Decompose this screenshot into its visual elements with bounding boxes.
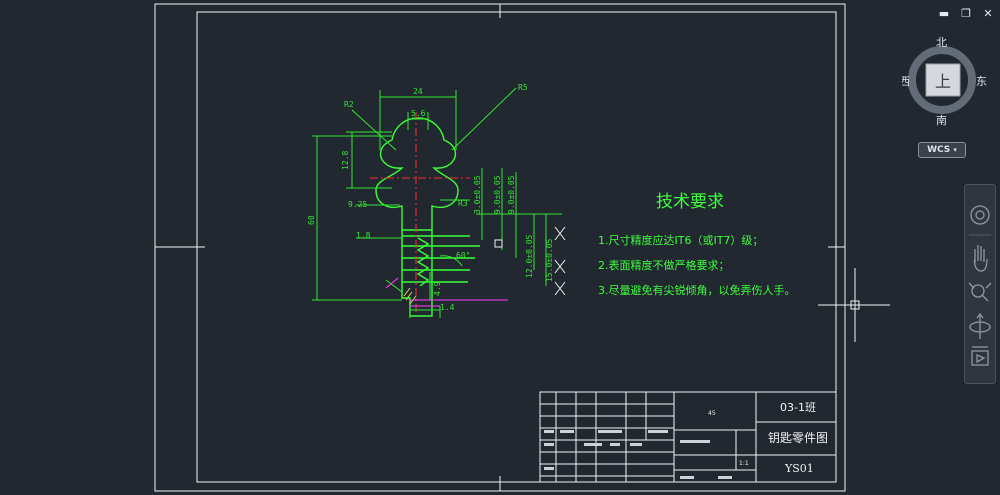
orbit-icon[interactable] — [969, 312, 991, 339]
window-controls: ▬ ❐ ✕ — [938, 8, 994, 20]
title-scale: 1:1 — [739, 460, 749, 467]
title-block — [539, 391, 837, 483]
dim-3-0: 3.0±0.05 — [473, 175, 482, 214]
tech-title: 技术要求 — [656, 192, 724, 212]
title-material-mark: 45 — [708, 410, 716, 417]
title-block-fillers — [544, 430, 732, 479]
dim-12-8: 12.8 — [341, 151, 350, 170]
tech-requirement-1: 1.尺寸精度应达IT6（或IT7）级； — [598, 233, 763, 247]
minimize-button[interactable]: ▬ — [938, 7, 950, 20]
dim-1-8: 1.8 — [356, 231, 371, 240]
viewcube-compass-ring[interactable] — [908, 46, 976, 114]
dimensions — [312, 87, 562, 318]
viewcube-face-label: 上 — [935, 72, 951, 91]
dim-15-0: 15.0±0.05 — [545, 238, 554, 282]
key-part — [375, 117, 480, 317]
key-teeth — [416, 237, 430, 287]
centerlines — [370, 112, 470, 312]
navigation-bar — [964, 184, 996, 384]
dim-r3: R3 — [458, 199, 468, 208]
tech-requirement-2: 2.表面精度不做严格要求； — [598, 258, 730, 272]
compass-west[interactable]: 西 — [902, 75, 910, 88]
crosshair-cursor — [818, 268, 890, 342]
dim-r5: R5 — [518, 83, 528, 92]
magenta-lines — [410, 299, 508, 307]
dimension-x-marks — [554, 226, 566, 296]
title-drawing-no: YS01 — [784, 462, 814, 475]
dim-4-9: 4.9 — [433, 281, 442, 296]
dim-r2: R2 — [344, 100, 354, 109]
showmotion-icon[interactable] — [971, 346, 989, 366]
dim-9-0a: 9.0±0.05 — [493, 175, 502, 214]
title-class-name: 03-1班 — [780, 401, 816, 414]
dim-angle60: 60° — [456, 251, 470, 260]
dim-small-width: 5.6 — [411, 109, 426, 118]
restore-button[interactable]: ❐ — [961, 7, 971, 20]
grip-square[interactable] — [494, 239, 503, 248]
compass-south[interactable]: 南 — [936, 114, 947, 127]
dim-top-width: 24 — [413, 87, 423, 96]
steering-wheel-icon[interactable] — [970, 205, 990, 225]
wcs-menu-button[interactable]: WCS ▾ — [918, 142, 966, 158]
center-marks — [155, 4, 845, 491]
ucs-small-arrows — [385, 277, 399, 289]
dim-60: 60 — [307, 215, 316, 225]
chevron-down-icon: ▾ — [953, 146, 957, 154]
dim-12-0: 12.0±0.05 — [525, 234, 534, 278]
key-steps — [402, 235, 480, 283]
tech-requirement-3: 3.尽量避免有尖锐倾角，以免弄伤人手。 — [598, 283, 796, 297]
pan-hand-icon[interactable] — [973, 245, 988, 272]
viewcube-top-face[interactable] — [925, 63, 961, 97]
title-part-name: 钥匙零件图 — [768, 431, 828, 445]
dim-9-25: 9.25 — [348, 200, 367, 209]
wcs-label: WCS — [927, 145, 951, 155]
dim-9-0b: 9.0±0.05 — [507, 175, 516, 214]
viewcube[interactable]: 上 北 南 东 西 — [902, 36, 988, 128]
close-button[interactable]: ✕ — [983, 7, 993, 20]
compass-east[interactable]: 东 — [976, 75, 987, 88]
dim-1-4: 1.4 — [440, 303, 455, 312]
compass-north[interactable]: 北 — [936, 36, 947, 49]
zoom-icon[interactable] — [968, 282, 992, 302]
key-bow-outline — [375, 117, 459, 231]
